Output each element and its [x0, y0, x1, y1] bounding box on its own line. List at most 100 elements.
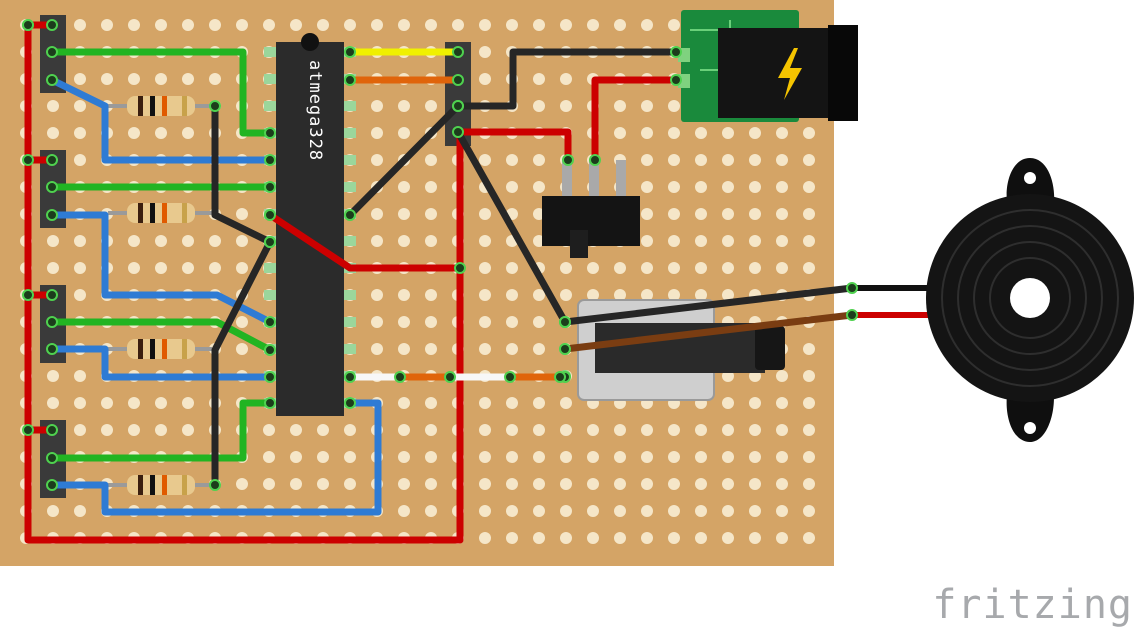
- chip-pin-right: [344, 236, 356, 246]
- board-hole: [533, 532, 545, 544]
- board-hole: [722, 289, 734, 301]
- board-hole: [533, 451, 545, 463]
- resistor-band: [150, 203, 155, 223]
- buzzer-ring-1: [941, 209, 1119, 387]
- board-hole: [398, 127, 410, 139]
- switch-pin-1: [562, 160, 572, 198]
- board-hole: [641, 262, 653, 274]
- board-hole: [425, 208, 437, 220]
- board-hole: [695, 127, 707, 139]
- board-hole: [722, 181, 734, 193]
- board-hole: [803, 181, 815, 193]
- board-hole: [101, 73, 113, 85]
- red-chip-wire: [266, 211, 464, 272]
- blue-wire-end: [46, 74, 58, 86]
- board-hole: [776, 127, 788, 139]
- green-wire-end: [264, 181, 276, 193]
- board-hole: [587, 19, 599, 31]
- board-hole: [641, 127, 653, 139]
- resistor-band: [182, 475, 187, 495]
- board-hole: [74, 289, 86, 301]
- green-wire-end: [264, 127, 276, 139]
- board-hole: [803, 208, 815, 220]
- chip-pin-left: [264, 47, 276, 57]
- board-hole: [641, 154, 653, 166]
- green-wire-end: [46, 181, 58, 193]
- board-hole: [371, 316, 383, 328]
- board-hole: [614, 127, 626, 139]
- board-hole: [749, 451, 761, 463]
- orange-wire-segment-end: [554, 371, 566, 383]
- board-hole: [209, 73, 221, 85]
- board-hole: [479, 343, 491, 355]
- board-hole: [722, 451, 734, 463]
- white-wire-end: [344, 371, 356, 383]
- board-hole: [506, 424, 518, 436]
- board-hole: [236, 262, 248, 274]
- board-hole: [425, 181, 437, 193]
- board-hole: [614, 478, 626, 490]
- black-wire: [211, 238, 274, 489]
- board-hole: [641, 532, 653, 544]
- black-wire: [454, 48, 680, 110]
- resistor-band: [182, 203, 187, 223]
- board-hole: [182, 397, 194, 409]
- board-hole: [695, 262, 707, 274]
- board-hole: [641, 451, 653, 463]
- board-hole: [263, 424, 275, 436]
- board-hole: [290, 478, 302, 490]
- board-hole: [236, 478, 248, 490]
- board-hole: [776, 181, 788, 193]
- board-hole: [209, 19, 221, 31]
- board-hole: [155, 397, 167, 409]
- board-hole: [182, 262, 194, 274]
- board-hole: [641, 208, 653, 220]
- orange-wire-segment-end: [444, 371, 456, 383]
- board-hole: [668, 208, 680, 220]
- board-hole: [749, 127, 761, 139]
- board-hole: [722, 532, 734, 544]
- board-hole: [722, 505, 734, 517]
- switch-lever: [570, 230, 588, 258]
- board-hole: [479, 208, 491, 220]
- board-hole: [776, 208, 788, 220]
- chip-pin-left: [264, 290, 276, 300]
- board-hole: [776, 532, 788, 544]
- board-hole: [506, 262, 518, 274]
- board-hole: [425, 100, 437, 112]
- board-hole: [776, 370, 788, 382]
- board-hole: [776, 262, 788, 274]
- board-hole: [74, 127, 86, 139]
- board-hole: [668, 478, 680, 490]
- board-hole: [749, 424, 761, 436]
- chip-pin-right: [344, 317, 356, 327]
- chip-pin-right: [344, 155, 356, 165]
- board-hole: [452, 19, 464, 31]
- board-hole: [668, 181, 680, 193]
- board-hole: [425, 451, 437, 463]
- black-wire-end: [264, 236, 276, 248]
- black-buzzer-wire-end: [559, 316, 571, 328]
- black-wire-end: [670, 46, 682, 58]
- board-hole: [641, 478, 653, 490]
- black-buzzer-wire: [561, 284, 856, 326]
- board-hole: [533, 343, 545, 355]
- board-hole: [236, 343, 248, 355]
- resistor-body: [127, 203, 195, 223]
- board-hole: [506, 19, 518, 31]
- black-wire: [211, 102, 274, 246]
- board-hole: [479, 289, 491, 301]
- board-hole: [560, 262, 572, 274]
- board-hole: [128, 262, 140, 274]
- board-hole: [398, 316, 410, 328]
- black-wire-end: [209, 479, 221, 491]
- board-hole: [398, 424, 410, 436]
- pot-knob: [755, 326, 785, 370]
- red-jumper-end: [46, 19, 58, 31]
- board-hole: [533, 316, 545, 328]
- blue-wire-end: [46, 479, 58, 491]
- board-hole: [47, 127, 59, 139]
- chip-pin-right: [344, 128, 356, 138]
- board-hole: [614, 19, 626, 31]
